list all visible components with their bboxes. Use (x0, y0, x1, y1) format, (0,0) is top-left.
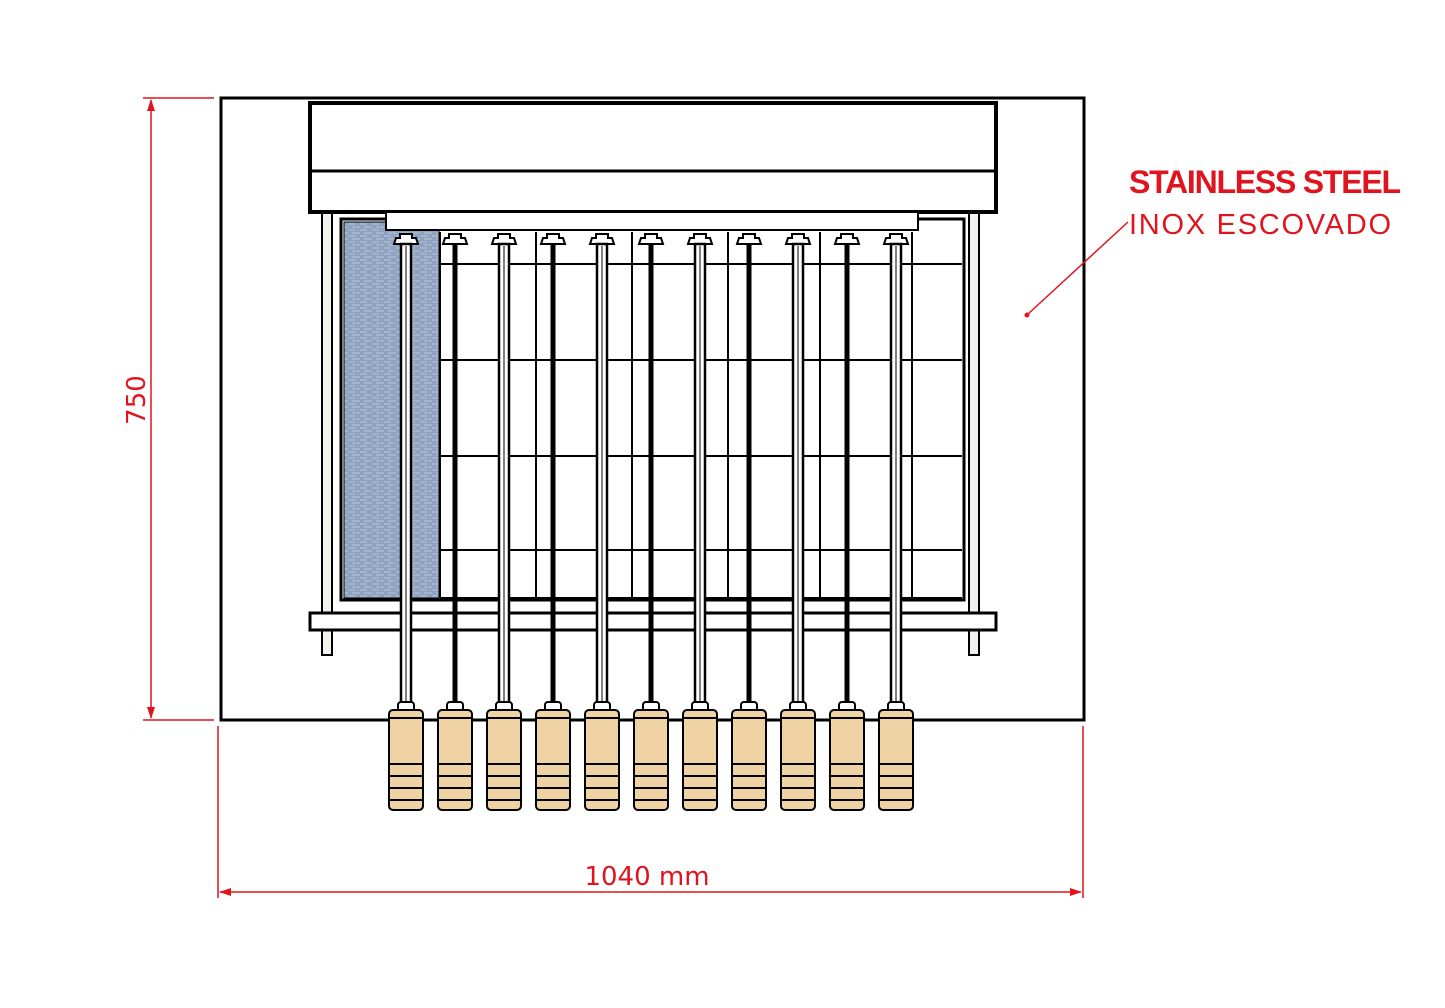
skewer (486, 233, 522, 811)
material-title: STAINLESS STEEL (1129, 164, 1401, 200)
height-dimension (143, 97, 214, 721)
skewer-handle (437, 709, 473, 811)
skewer-cap (441, 233, 469, 245)
skewer (535, 233, 571, 811)
skewer-cap (490, 233, 518, 245)
skewer-rod (648, 244, 654, 704)
skewer-handle (829, 709, 865, 811)
width-dimension (217, 726, 1084, 898)
skewer-handle (584, 709, 620, 811)
skewer-rod (550, 244, 556, 704)
skewer (829, 233, 865, 811)
skewer-cap (784, 233, 812, 245)
skewer-handle (780, 709, 816, 811)
skewer (731, 233, 767, 811)
callout-leader (1027, 221, 1129, 315)
skewer (633, 233, 669, 811)
material-subtitle: INOX ESCOVADO (1129, 209, 1391, 241)
skewer-handle (535, 709, 571, 811)
skewer-handle (633, 709, 669, 811)
width-label: 1040 mm (584, 862, 709, 892)
left-post (321, 211, 333, 656)
skewer-cap (735, 233, 763, 245)
skewer-handle (486, 709, 522, 811)
skewer-support-bar (385, 211, 919, 231)
skewer-cap (588, 233, 616, 245)
skewer (682, 233, 718, 811)
right-post (968, 211, 980, 656)
skewer-cap (392, 233, 420, 245)
height-label: 750 (122, 375, 152, 425)
skewer-cap (686, 233, 714, 245)
skewer-cap (882, 233, 910, 245)
skewer (878, 233, 914, 811)
skewer-cap (637, 233, 665, 245)
skewer-rod (452, 244, 458, 704)
skewer (388, 233, 424, 811)
brushed-steel-panel (343, 221, 440, 599)
callout-dot (1024, 312, 1030, 318)
skewer (780, 233, 816, 811)
skewers (388, 233, 914, 811)
skewer-handle (878, 709, 914, 811)
skewer-rod (844, 244, 850, 704)
skewer-cap (833, 233, 861, 245)
skewer (437, 233, 473, 811)
header-box (308, 101, 998, 214)
skewer-rod (746, 244, 752, 704)
skewer-cap (539, 233, 567, 245)
skewer (584, 233, 620, 811)
skewer-handle (682, 709, 718, 811)
skewer-handle (731, 709, 767, 811)
skewer-handle (388, 709, 424, 811)
